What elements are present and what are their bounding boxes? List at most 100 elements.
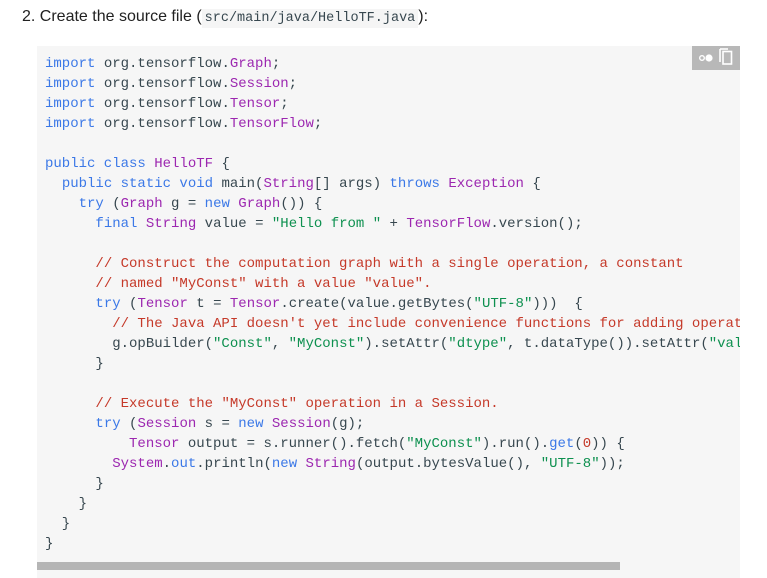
code-token: new xyxy=(271,456,298,472)
code-token: org.tensorflow. xyxy=(95,76,230,92)
code-token: ( xyxy=(574,436,583,452)
code-token: )) { xyxy=(591,436,625,452)
step-instruction: 2. Create the source file (src/main/java… xyxy=(22,6,428,30)
code-token: TensorFlow xyxy=(406,216,491,232)
code-token: ))) { xyxy=(532,296,583,312)
code-line: try (Tensor t = Tensor.create(value.getB… xyxy=(45,294,740,314)
horizontal-scrollbar[interactable] xyxy=(37,562,620,570)
code-line: import org.tensorflow.Session; xyxy=(45,74,740,94)
code-token: .version(); xyxy=(490,216,583,232)
code-line: import org.tensorflow.TensorFlow; xyxy=(45,114,740,134)
code-line: public static void main(String[] args) t… xyxy=(45,174,740,194)
code-token xyxy=(45,196,79,212)
code-token: String xyxy=(263,176,314,192)
code-token: output = s.runner().fetch( xyxy=(179,436,407,452)
code-token: import xyxy=(45,76,96,92)
code-token: . xyxy=(162,456,172,472)
code-token: 0 xyxy=(582,436,592,452)
code-token: [] args) xyxy=(313,176,390,192)
code-token: org.tensorflow. xyxy=(95,56,230,72)
code-token: { xyxy=(213,156,230,172)
code-token: , xyxy=(271,336,289,352)
code-token: throws xyxy=(389,176,440,192)
code-token: "Hello from " xyxy=(271,216,382,232)
code-token: new xyxy=(204,196,230,212)
code-token: .println( xyxy=(196,456,272,472)
code-token: Tensor xyxy=(229,296,281,312)
code-line: // Execute the "MyConst" operation in a … xyxy=(45,394,740,414)
code-token: ).run(). xyxy=(481,436,550,452)
code-token: ( xyxy=(103,196,121,212)
code-line: final String value = "Hello from " + Ten… xyxy=(45,214,740,234)
code-token: out xyxy=(171,456,197,472)
code-token xyxy=(45,276,95,292)
code-token xyxy=(297,456,305,472)
code-line: import org.tensorflow.Graph; xyxy=(45,54,740,74)
code-token: Tensor xyxy=(137,296,188,312)
code-token: Graph xyxy=(229,56,272,72)
step-text: 2. Create the source file ( xyxy=(22,8,202,25)
code-line: } xyxy=(45,474,740,494)
code-token xyxy=(45,396,95,412)
code-token: System xyxy=(112,456,163,472)
code-token: "MyConst" xyxy=(406,436,482,452)
code-token: } xyxy=(45,356,104,372)
code-line: try (Graph g = new Graph()) { xyxy=(45,194,740,214)
code-token: // named "MyConst" with a value "value". xyxy=(95,276,432,292)
code-token: // Execute the "MyConst" operation in a … xyxy=(95,396,499,412)
code-line: public class HelloTF { xyxy=(45,154,740,174)
code-token: ; xyxy=(288,76,298,92)
code-line: try (Session s = new Session(g); xyxy=(45,414,740,434)
code-line: System.out.println(new String(output.byt… xyxy=(45,454,740,474)
code-line: Tensor output = s.runner().fetch("MyCons… xyxy=(45,434,740,454)
code-token: Exception xyxy=(448,176,524,192)
file-path: src/main/java/HelloTF.java xyxy=(201,9,419,28)
code-token xyxy=(45,176,62,192)
code-token: Session xyxy=(271,416,331,432)
code-token: // Construct the computation graph with … xyxy=(95,256,684,272)
code-content: import org.tensorflow.Graph;import org.t… xyxy=(37,46,740,554)
code-token: s = xyxy=(196,416,239,432)
code-token: String xyxy=(145,216,197,232)
code-token: // The Java API doesn't yet include conv… xyxy=(112,316,740,332)
code-token: try xyxy=(78,196,104,212)
code-token: (output.bytesValue(), xyxy=(355,456,541,472)
code-token xyxy=(45,216,95,232)
code-token: org.tensorflow. xyxy=(95,116,230,132)
code-token xyxy=(45,316,112,332)
code-token: } xyxy=(45,516,71,532)
code-token xyxy=(45,436,129,452)
code-token xyxy=(45,456,112,472)
code-token: .create(value.getBytes( xyxy=(280,296,474,312)
code-token: Session xyxy=(229,76,289,92)
code-token: import xyxy=(45,116,96,132)
code-token: )); xyxy=(599,456,625,472)
code-token: try xyxy=(95,416,121,432)
code-token: ).setAttr( xyxy=(364,336,449,352)
code-token: ; xyxy=(313,116,323,132)
code-token xyxy=(45,416,95,432)
code-line: // named "MyConst" with a value "value". xyxy=(45,274,740,294)
code-line xyxy=(45,134,740,154)
code-token xyxy=(146,156,154,172)
code-line: import org.tensorflow.Tensor; xyxy=(45,94,740,114)
code-token xyxy=(137,216,145,232)
code-token xyxy=(45,256,95,272)
code-token xyxy=(45,296,95,312)
code-token: ( xyxy=(120,416,138,432)
code-token: "UTF-8" xyxy=(540,456,600,472)
code-line xyxy=(45,374,740,394)
code-token: Session xyxy=(137,416,197,432)
copy-icon[interactable] xyxy=(719,47,733,70)
code-token: } xyxy=(45,476,104,492)
dark-theme-toggle-icon[interactable] xyxy=(699,53,713,63)
code-line: } xyxy=(45,354,740,374)
code-line: } xyxy=(45,534,740,554)
code-token: ; xyxy=(271,56,281,72)
code-token: "MyConst" xyxy=(288,336,365,352)
code-toolbar xyxy=(692,46,740,70)
step-suffix: ): xyxy=(418,8,429,25)
code-token: g.opBuilder( xyxy=(45,336,214,352)
code-line: } xyxy=(45,494,740,514)
code-token: "val xyxy=(708,336,740,352)
